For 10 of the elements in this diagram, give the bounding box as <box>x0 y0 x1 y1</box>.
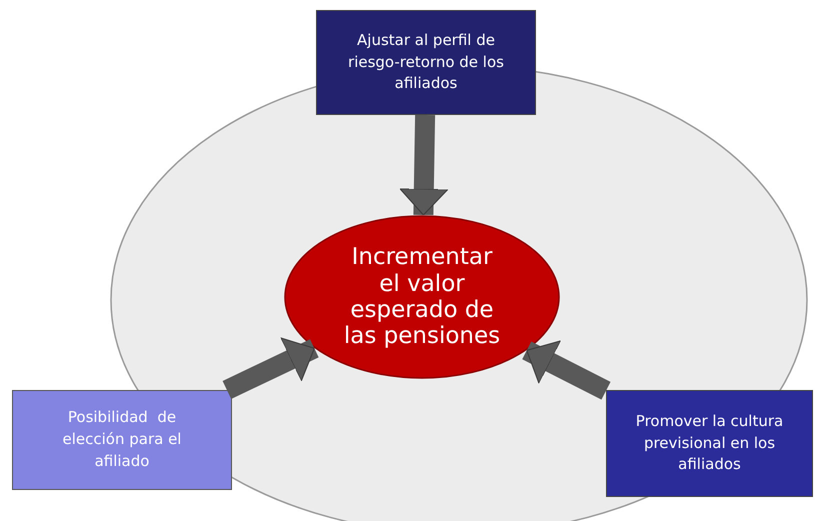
node-label: Posibilidad de elección para el afiliado <box>62 407 182 472</box>
node-label: Incrementar el valor esperado de las pensiones <box>342 244 502 350</box>
goal-box <box>316 10 536 115</box>
node-label: Promover la cultura previsional en los afiliados <box>634 410 784 476</box>
block-arrow <box>522 340 611 400</box>
node-label: Ajustar al perfil de riesgo-retorno de los afiliados <box>347 30 505 94</box>
goal-box <box>12 390 232 490</box>
block-arrow <box>222 337 319 400</box>
block-arrow <box>399 114 448 216</box>
central-goal-ellipse <box>284 215 560 379</box>
